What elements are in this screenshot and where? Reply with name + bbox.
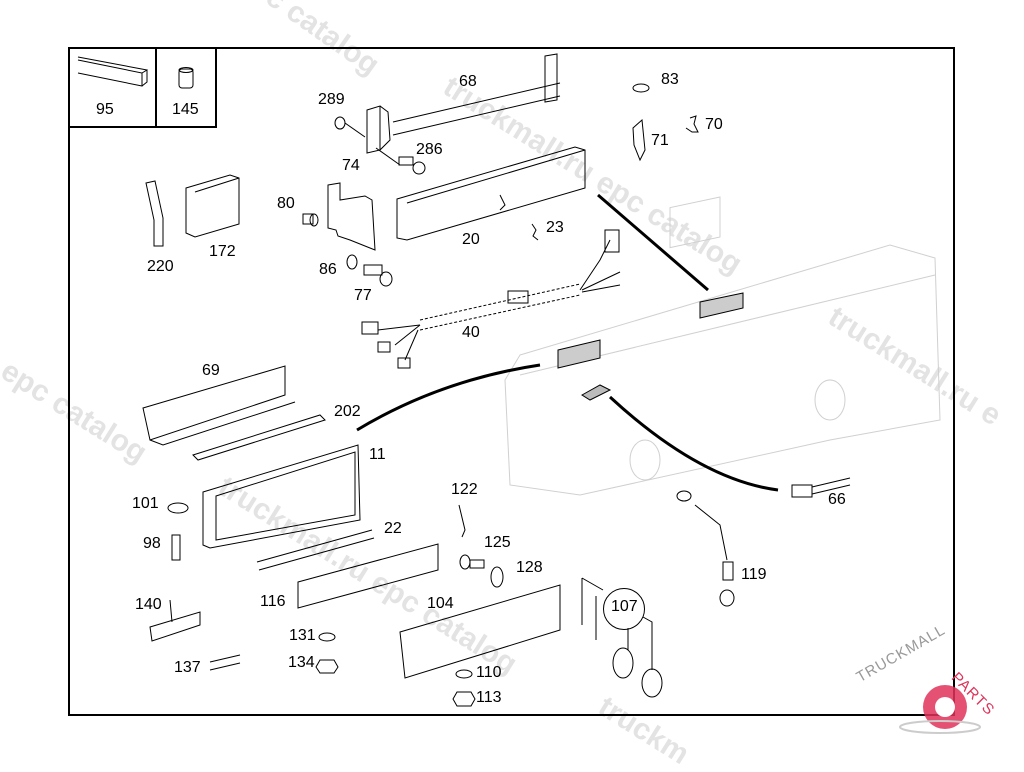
- callout-125[interactable]: 125: [484, 534, 511, 551]
- callout-131[interactable]: 131: [289, 627, 316, 644]
- part-289-illustration: [334, 116, 366, 138]
- callout-116[interactable]: 116: [260, 593, 286, 610]
- callout-220[interactable]: 220: [147, 258, 174, 275]
- callout-107[interactable]: 107: [611, 598, 638, 615]
- callout-23[interactable]: 23: [546, 219, 564, 236]
- arrow: [356, 193, 779, 492]
- part-20-illustration: [396, 146, 586, 241]
- part-116-illustration: [297, 543, 439, 609]
- callout-119[interactable]: 119: [741, 566, 767, 583]
- legend-label-145: 145: [172, 101, 199, 118]
- callout-137[interactable]: 137: [174, 659, 201, 676]
- callout-74[interactable]: 74: [342, 157, 360, 174]
- part-107-illustration: [581, 577, 663, 698]
- bus-illustration: [504, 196, 941, 496]
- part-125-illustration: [459, 554, 485, 570]
- part-11-illustration: [202, 444, 361, 549]
- callout-140[interactable]: 140: [135, 596, 162, 613]
- part-68-illustration: [366, 53, 561, 154]
- callout-20[interactable]: 20: [462, 231, 480, 248]
- part-122-illustration: [458, 504, 466, 538]
- callout-77[interactable]: 77: [354, 287, 372, 304]
- part-77-illustration: [363, 264, 393, 287]
- callout-71[interactable]: 71: [651, 132, 669, 149]
- callout-11[interactable]: 11: [369, 446, 386, 463]
- callout-134[interactable]: 134: [288, 654, 315, 671]
- callout-104[interactable]: 104: [427, 595, 454, 612]
- part-140-illustration: [149, 599, 201, 642]
- diagram-frame: [68, 47, 955, 716]
- part-128-illustration: [490, 566, 504, 588]
- part-70-illustration: [685, 115, 699, 133]
- part-134-illustration: [315, 659, 339, 674]
- part-137-illustration: [209, 654, 241, 671]
- callout-172[interactable]: 172: [209, 243, 236, 260]
- part-104-illustration: [399, 584, 561, 679]
- part-40-illustration: [361, 229, 621, 369]
- callout-80[interactable]: 80: [277, 195, 295, 212]
- callout-66[interactable]: 66: [828, 491, 846, 508]
- part-66-illustration: [791, 477, 851, 498]
- callout-101[interactable]: 101: [132, 495, 159, 512]
- callout-113[interactable]: 113: [476, 689, 502, 706]
- callout-122[interactable]: 122: [451, 481, 478, 498]
- sign-rear-highlight: [699, 292, 744, 319]
- legend-divider: [155, 47, 157, 128]
- callout-68[interactable]: 68: [459, 73, 477, 90]
- callout-69[interactable]: 69: [202, 362, 220, 379]
- part-86-illustration: [346, 254, 358, 270]
- part-69-illustration: [142, 365, 326, 461]
- part-113-illustration: [452, 691, 476, 707]
- callout-83[interactable]: 83: [661, 71, 679, 88]
- gear-icon: [899, 685, 981, 734]
- callout-70[interactable]: 70: [705, 116, 723, 133]
- part-74-illustration: [327, 182, 376, 251]
- callout-110[interactable]: 110: [476, 664, 502, 681]
- part-145-illustration: [178, 67, 194, 89]
- part-80-illustration: [302, 213, 319, 227]
- part-172-illustration: [185, 174, 240, 238]
- callout-286[interactable]: 286: [416, 141, 443, 158]
- callout-22[interactable]: 22: [384, 520, 402, 537]
- callout-98[interactable]: 98: [143, 535, 161, 552]
- parts-illustration: [77, 53, 941, 707]
- part-22-illustration: [256, 529, 375, 571]
- legend-label-95: 95: [96, 101, 114, 118]
- part-286-illustration: [375, 147, 426, 175]
- callout-289[interactable]: 289: [318, 91, 345, 108]
- part-119-illustration: [676, 490, 735, 607]
- callout-107-circle[interactable]: [603, 588, 645, 630]
- truckmall-parts-logo: TRUCKMALL PARTS: [854, 621, 1020, 745]
- part-101-illustration: [167, 502, 189, 514]
- callout-40[interactable]: 40: [462, 324, 480, 341]
- part-71-illustration: [632, 118, 646, 162]
- callout-202[interactable]: 202: [334, 403, 361, 420]
- sign-front-highlight: [557, 339, 601, 369]
- legend-box: [68, 47, 217, 128]
- part-83-illustration: [632, 83, 650, 93]
- part-131-illustration: [318, 632, 336, 642]
- part-110-illustration: [455, 669, 473, 679]
- part-220-illustration: [145, 180, 164, 247]
- part-23-illustration: [531, 223, 539, 241]
- part-95-illustration: [77, 56, 148, 87]
- callout-86[interactable]: 86: [319, 261, 337, 278]
- sign-side-highlight: [581, 384, 612, 401]
- part-98-illustration: [171, 534, 181, 561]
- callout-128[interactable]: 128: [516, 559, 543, 576]
